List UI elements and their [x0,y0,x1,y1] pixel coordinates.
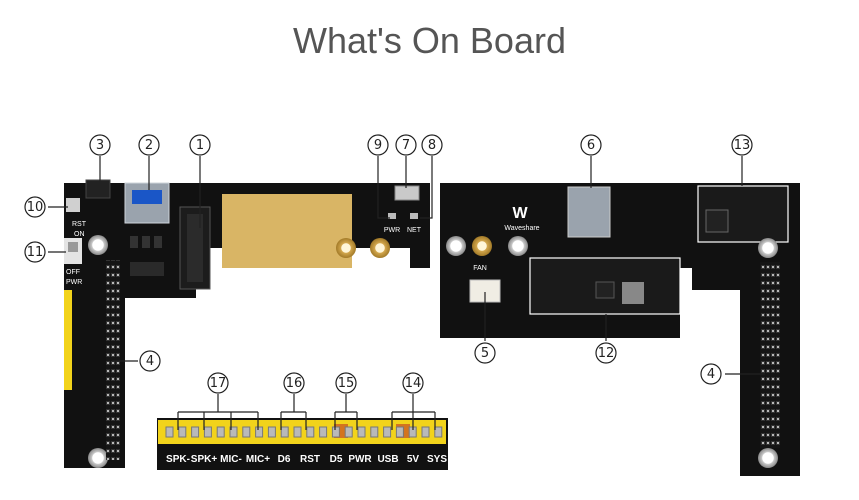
callout-number: 17 [210,376,227,391]
callout-17: 17 [207,372,229,394]
header-pin [306,426,315,438]
header-label-5: RST [300,454,320,465]
header-pin [370,426,379,438]
callout-number: 14 [405,376,422,391]
callout-1: 1 [189,134,211,156]
header-label-2: MIC- [220,454,242,465]
header-pin [255,426,264,438]
header-label-8: USB [377,454,398,465]
callout-number: 3 [96,138,104,153]
right-pin-header [760,262,780,448]
header-label-4: D6 [278,454,291,465]
callout-number: 13 [734,138,751,153]
header-label-row: SPK-SPK+MIC- MIC+ D6 RST D5 PWR USB 5V SYS [166,454,447,465]
header-pin [331,426,340,438]
callout-16: 16 [283,372,305,394]
header-pin [191,426,200,438]
header-pin [421,426,430,438]
sim-card-slot [567,186,611,238]
net-led-label: NET [407,227,422,234]
far-right-board [692,183,800,476]
svg-text:W: W [512,205,528,222]
callout-number: 16 [286,376,303,391]
left-board: PWR NET SIMXXXX-M2 4G/5G for Jetson Nano… [64,179,430,468]
left-pin-header [106,260,120,460]
callout-12: 12 [595,342,617,364]
header-pin [434,426,443,438]
micro-usb [394,185,420,201]
m2-gold-area [222,194,352,268]
header-label-7: PWR [348,454,372,465]
audio-jack [85,179,111,199]
callout-number: 10 [27,200,44,215]
callout-15: 15 [335,372,357,394]
header-pin [344,426,353,438]
off-label: OFF [66,269,80,276]
rst-label: RST [72,221,87,228]
callout-number: 11 [27,245,44,260]
header-pin [293,426,302,438]
header-label-10: SYS [427,454,447,465]
header-pin [165,426,174,438]
callout-number: 5 [481,346,489,361]
pwr-led-label: PWR [384,227,400,234]
brand-label: Waveshare [504,225,539,232]
fan-label: FAN [473,265,487,272]
slot-label: SIMXXXX-M2 4G/5G for Jetson Nano [196,303,369,314]
callout-number: 9 [374,138,382,153]
callout-6: 6 [580,134,602,156]
callout-number: 6 [587,138,595,153]
callout-4: 4 [139,350,161,372]
header-pin [395,426,404,438]
callout-number: 12 [598,346,615,361]
callout-7: 7 [395,134,417,156]
header-pin [242,426,251,438]
callout-14: 14 [402,372,424,394]
callout-11: 11 [24,241,46,263]
callout-number: 8 [428,138,436,153]
header-label-6: D5 [330,454,343,465]
left-yellow-header [64,290,72,390]
callout-8: 8 [421,134,443,156]
right-board: FAN Waveshare W [440,183,692,338]
callout-9: 9 [367,134,389,156]
leader-lines [48,156,765,430]
header-pin [178,426,187,438]
callout-number: 1 [196,138,204,153]
header-pin [383,426,392,438]
header-pin [267,426,276,438]
on-label: ON [74,231,85,238]
callout-10: 10 [24,196,46,218]
pwr-switch-label: PWR [66,279,82,286]
header-label-1: SPK+ [191,454,218,465]
callout-5: 5 [474,342,496,364]
callout-number: 2 [145,138,153,153]
header-label-9: 5V [407,454,420,465]
page-title: What's On Board [293,20,566,61]
header-pin [357,426,366,438]
header-pin-row [165,426,443,438]
callout-13: 13 [731,134,753,156]
callout-number: 4 [707,367,715,382]
header-pin [229,426,238,438]
callout-number: 4 [146,354,154,369]
callout-number: 7 [402,138,410,153]
header-pin [203,426,212,438]
callout-4: 4 [700,363,722,385]
header-label-3: MIC+ [246,454,270,465]
header-label-0: SPK- [166,454,190,465]
header-pin [280,426,289,438]
callout-3: 3 [89,134,111,156]
callout-number: 15 [338,376,355,391]
header-pin [319,426,328,438]
header-pin [216,426,225,438]
reset-button [66,198,80,212]
callout-2: 2 [138,134,160,156]
bottom-header-board: SPK-SPK+MIC- MIC+ D6 RST D5 PWR USB 5V SYS [157,418,448,470]
